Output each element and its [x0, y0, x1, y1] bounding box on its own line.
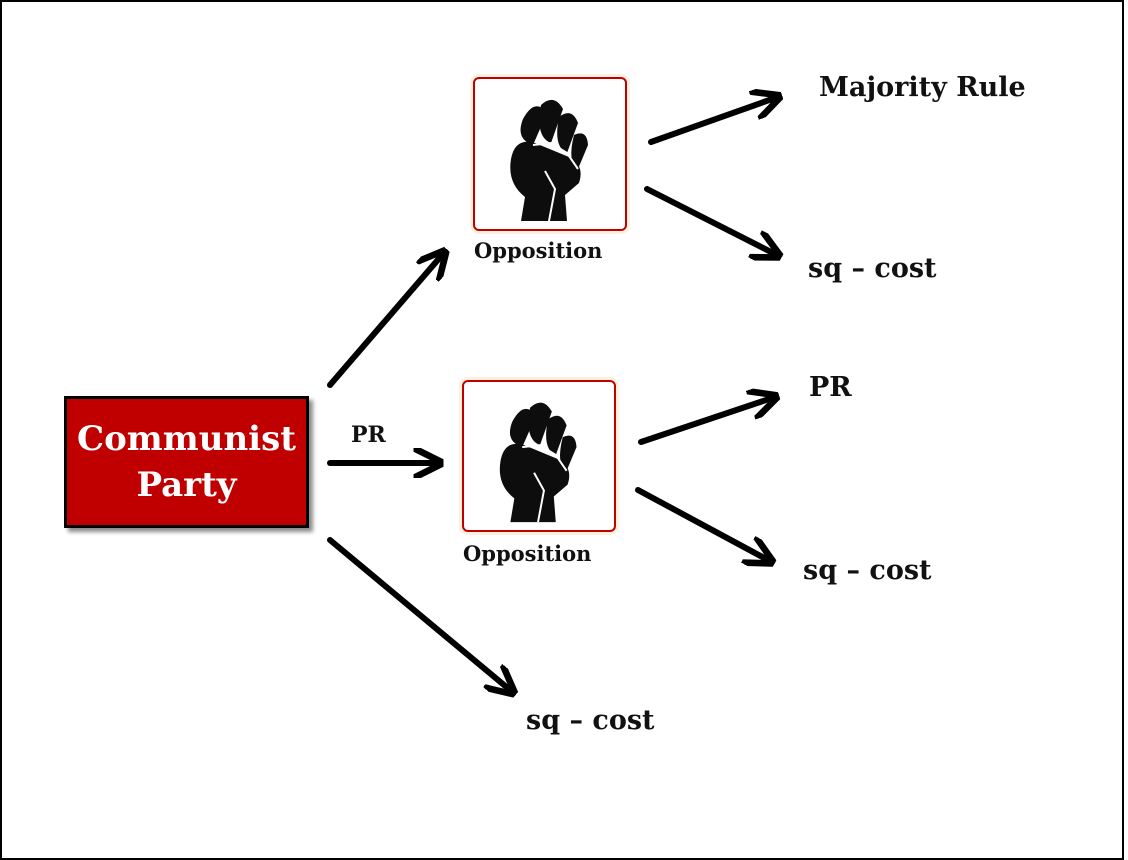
outcome-pr: PR	[809, 372, 852, 403]
outcome-bottom-sq-cost: sq – cost	[803, 555, 932, 586]
arrow-top-to-sq-cost	[644, 186, 775, 254]
communist-party-node: Communist Party	[64, 396, 309, 528]
outcome-majority-rule: Majority Rule	[819, 72, 1026, 103]
arrow-top-to-majority-rule	[648, 98, 775, 145]
arrow-root-to-sq-cost	[327, 537, 510, 690]
outcome-root-sq-cost: sq – cost	[526, 705, 655, 736]
opposition-top-label: Opposition	[474, 238, 603, 263]
communist-party-label: Communist Party	[77, 419, 296, 505]
raised-fist-icon	[510, 99, 588, 222]
edge-label-pr: PR	[351, 422, 386, 448]
opposition-bottom-node	[462, 380, 616, 532]
arrow-bottom-to-pr	[638, 398, 772, 445]
arrow-root-to-opposition-top	[327, 255, 442, 388]
opposition-bottom-label: Opposition	[463, 541, 592, 566]
outcome-top-sq-cost: sq – cost	[808, 253, 937, 284]
arrow-bottom-to-sq-cost	[635, 487, 768, 560]
opposition-top-node	[473, 77, 627, 231]
raised-fist-icon	[499, 402, 577, 523]
